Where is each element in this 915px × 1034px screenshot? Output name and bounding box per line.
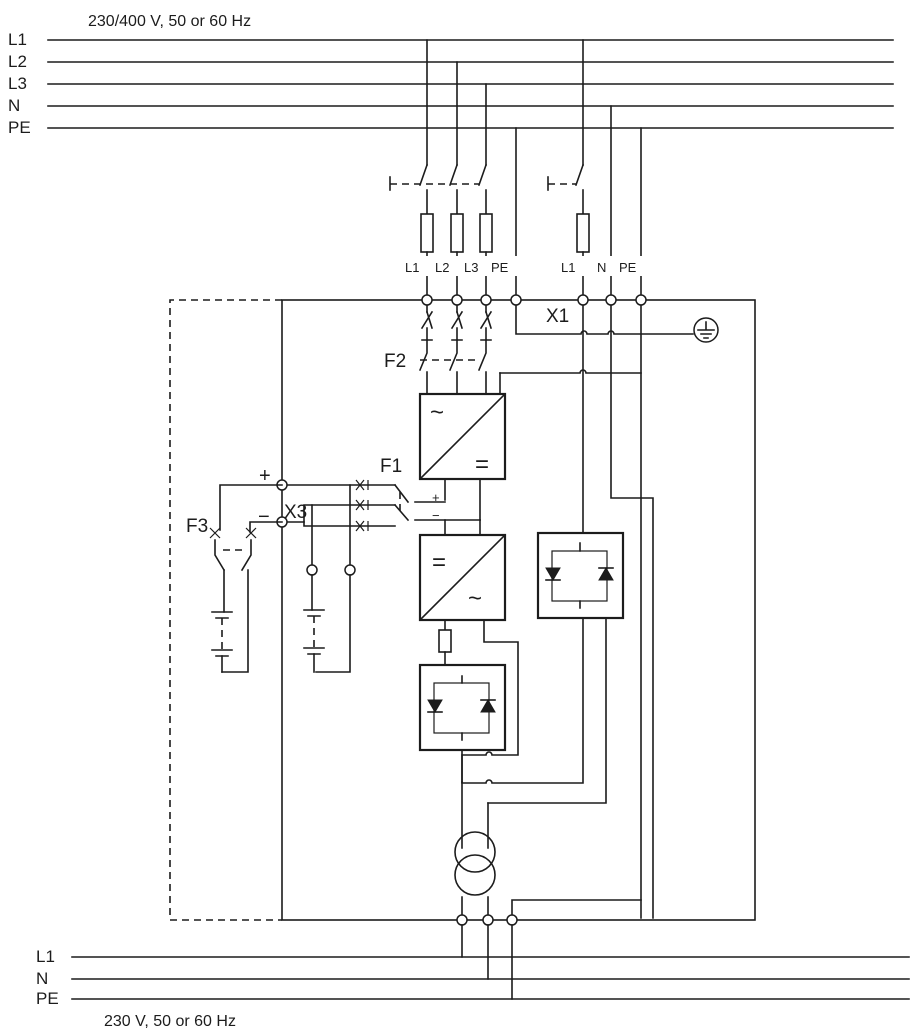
f3-switch [214,539,252,572]
output-terminals [456,914,518,1000]
inverter-dc-symbol: = [432,549,446,576]
bottom-bus-label-pe: PE [36,989,59,1008]
f1-plus-label: + [432,490,440,505]
fuse-icon [438,629,452,653]
f2-label: F2 [384,351,406,372]
bottom-supply: L1 N PE 230 V, 50 or 60 Hz [36,947,910,1030]
inverter: = ~ [418,533,519,783]
disconnector-icon [389,163,488,191]
rectifier-feed: L1 L2 L3 PE [389,39,517,301]
f1-switch: F1 [380,456,410,522]
bypass-terminal-label-pe: PE [619,260,637,275]
f2-switch: F2 [384,339,487,372]
static-switch-icon [545,542,614,609]
x1-label: X1 [546,306,569,327]
inverter-static-switch [418,663,507,783]
bottom-bus-label-l1: L1 [36,947,55,966]
rectifier-input: F2 [384,299,493,395]
f3-label: F3 [186,516,208,537]
terminal-x3: + − X3 F3 [186,465,356,673]
bypass-terminal-label-n: N [597,260,606,275]
dc-plus-label: + [259,465,271,487]
top-bus-label-pe: PE [8,118,31,137]
top-supply: 230/400 V, 50 or 60 Hz L1 L2 L3 N PE [8,13,894,137]
dc-minus-label: − [258,506,270,528]
battery-icon [303,609,325,673]
static-switch-icon [427,675,496,741]
top-supply-label: 230/400 V, 50 or 60 Hz [88,13,251,30]
terminal-label-l1: L1 [405,260,419,275]
bypass-terminal-label-l1: L1 [561,260,575,275]
top-bus-label-l2: L2 [8,52,27,71]
fuse-icon [576,213,590,253]
bottom-bus-label-n: N [36,969,48,988]
terminal-label-l2: L2 [435,260,449,275]
x3-label: X3 [284,502,307,523]
dc-link: + − F1 [281,456,481,571]
top-bus-label-l1: L1 [8,30,27,49]
bypass-static-switch [461,299,642,804]
inverter-ac-symbol: ~ [468,585,482,612]
fuse-icon [420,213,493,253]
f1-label: F1 [380,456,402,477]
rectifier: ~ = [418,392,507,481]
terminal-label-pe: PE [491,260,509,275]
rectifier-dc-symbol: = [475,451,489,478]
ground-icon [693,317,719,343]
f1-minus-label: − [432,508,440,523]
disconnector-icon [547,163,585,191]
top-bus-label-l3: L3 [8,74,27,93]
transformer-icon [454,831,496,896]
bypass-feed: L1 N PE [547,39,646,301]
top-bus-label-n: N [8,96,20,115]
rectifier-ac-symbol: ~ [430,399,444,426]
x1-terminal-nodes [421,294,647,306]
terminal-label-l3: L3 [464,260,478,275]
terminal-x1: X1 [515,299,719,919]
battery-icon [211,611,233,673]
bottom-supply-label: 230 V, 50 or 60 Hz [104,1013,236,1030]
